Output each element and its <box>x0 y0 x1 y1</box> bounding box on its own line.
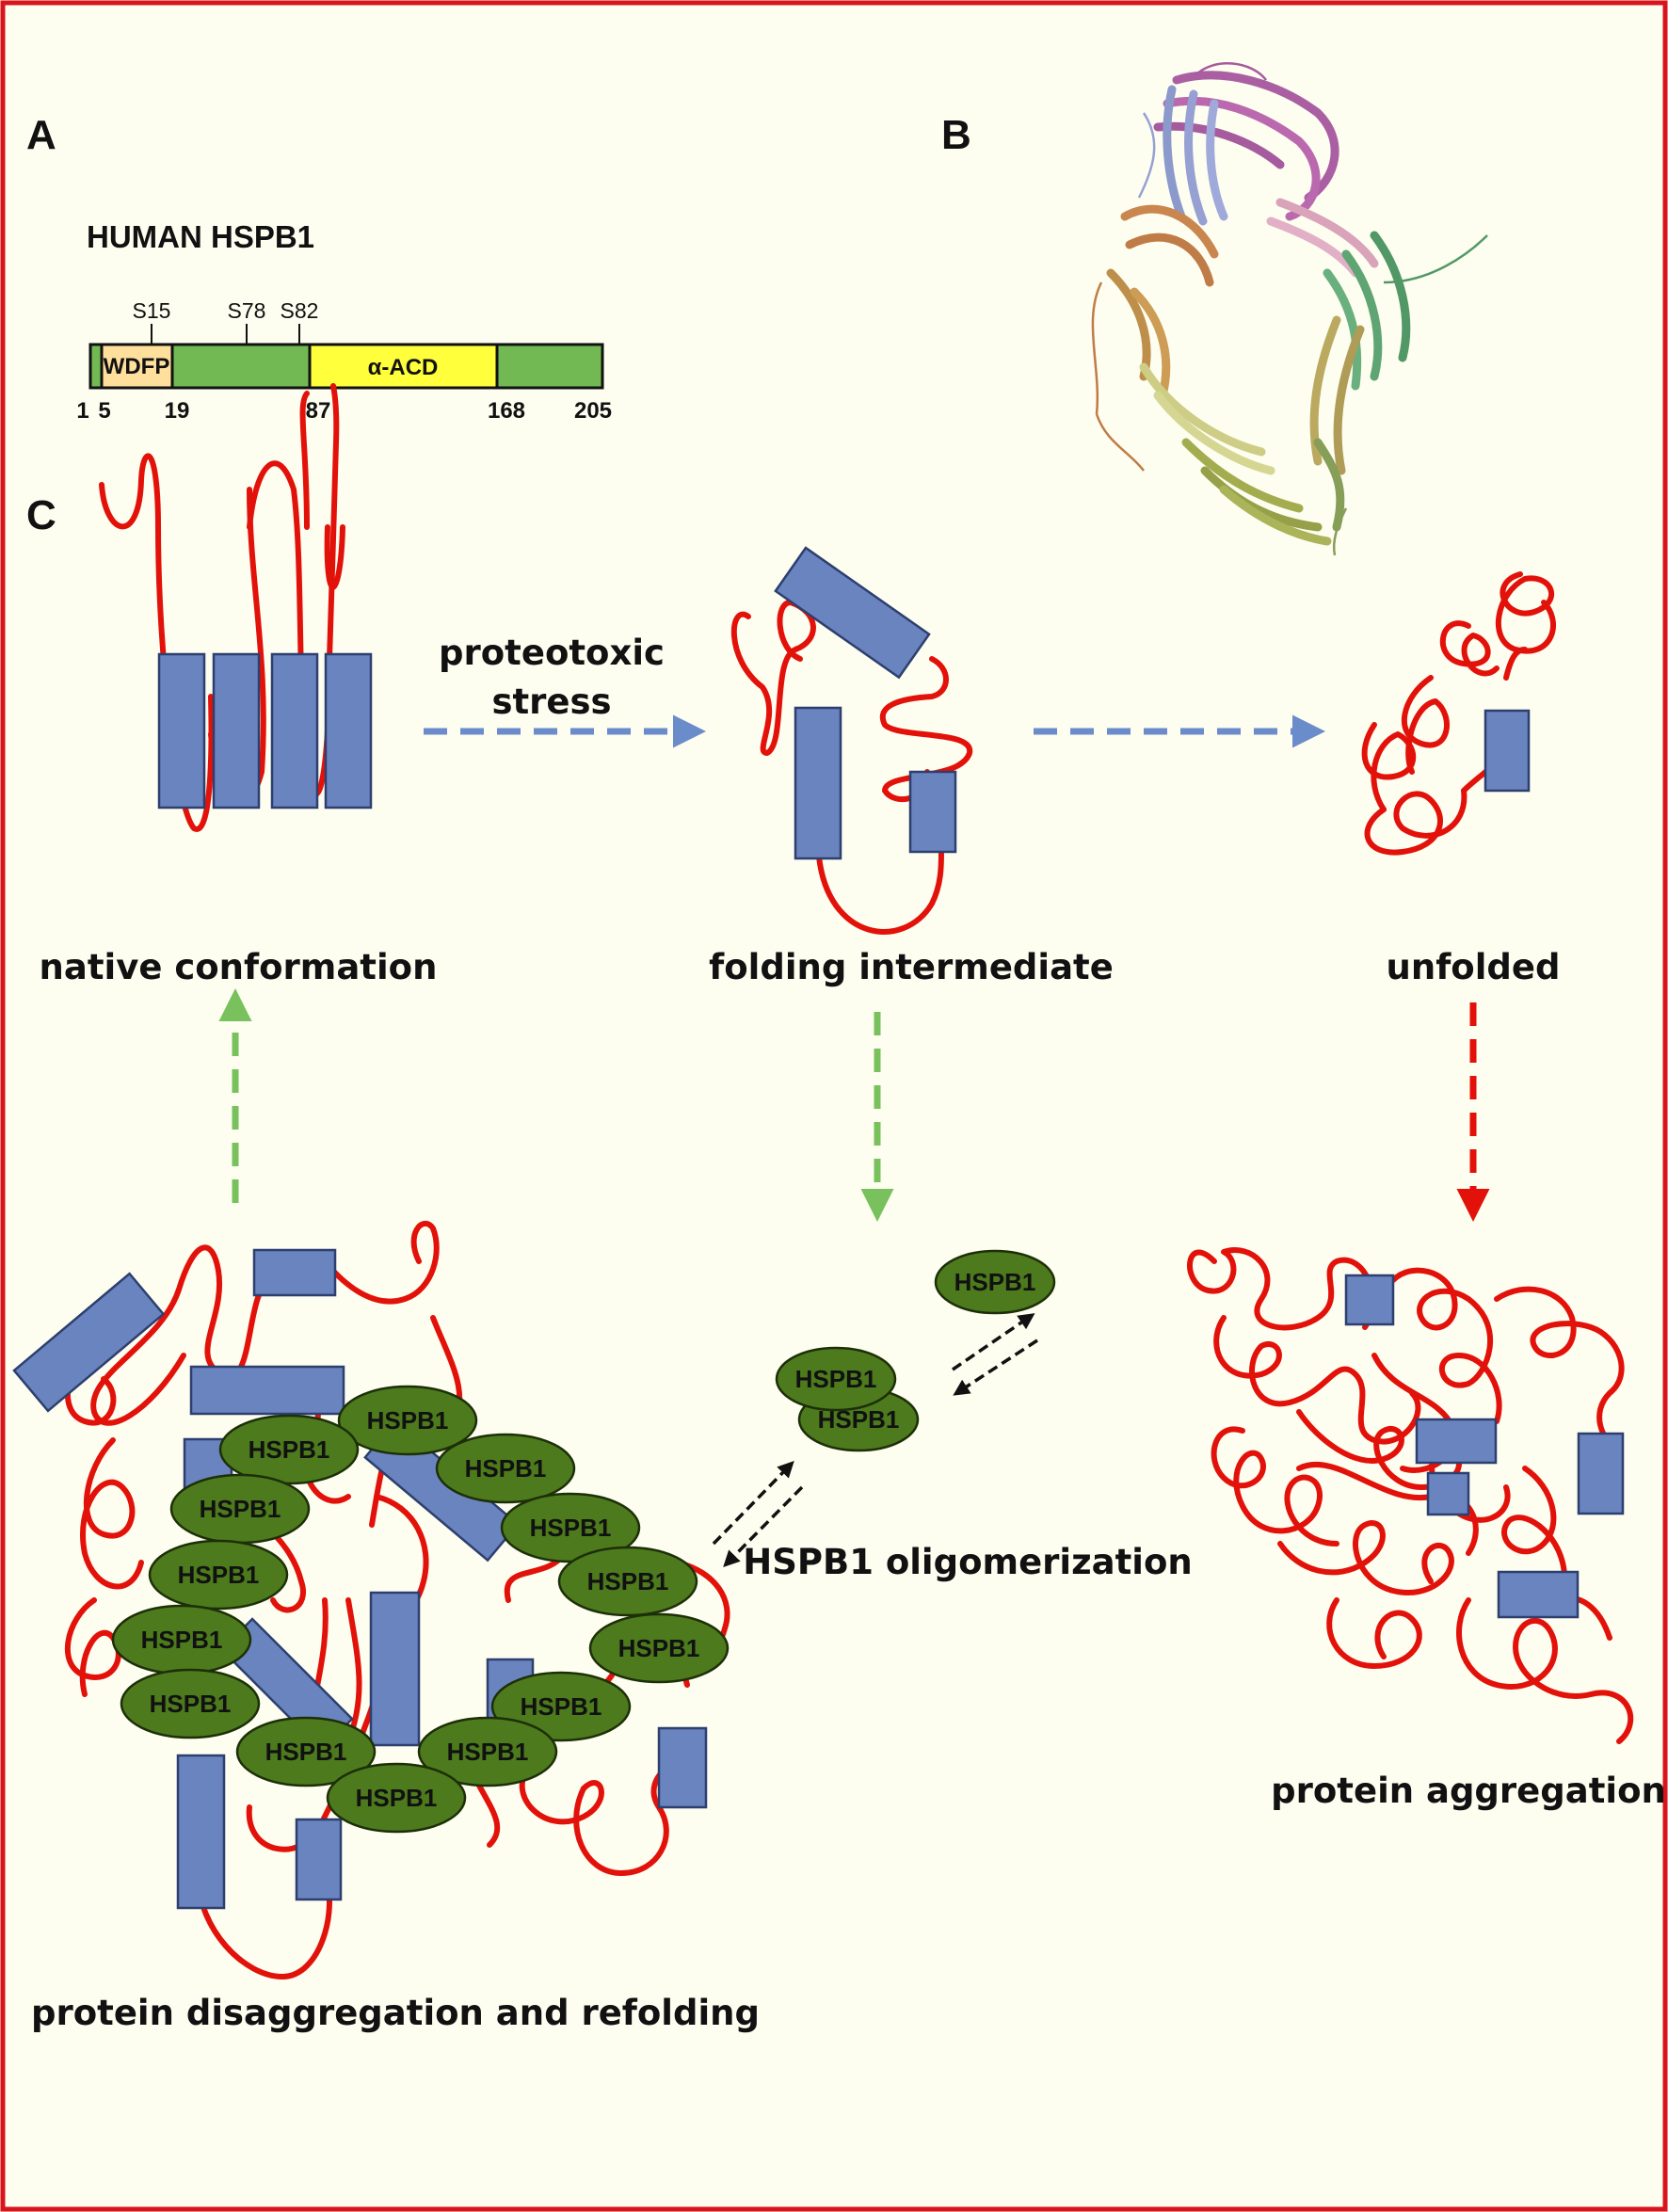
position-87: 87 <box>306 398 331 424</box>
domain-wdfp <box>100 343 174 390</box>
arrow-assoc-complex <box>712 1460 794 1546</box>
position-1: 1 <box>76 398 88 424</box>
domain-alpha-acd <box>308 343 499 390</box>
intermediate-helix-short <box>908 770 957 854</box>
complex-helix-horizontal <box>189 1365 345 1416</box>
hspb1-ring-4: HSPB1 <box>169 1473 311 1545</box>
protein-aggregate <box>1187 1247 1634 1744</box>
complex-helix-bottom-left <box>176 1754 226 1910</box>
aggregate-helix-2 <box>1415 1418 1498 1465</box>
svg-text:HSPB1: HSPB1 <box>795 1365 877 1393</box>
hspb1-ring-2: HSPB1 <box>218 1414 360 1485</box>
hspb1-oligomerization: HSPB1 HSPB1 HSPB1 HSPB1 oligomerization <box>712 1249 1193 1582</box>
svg-text:HSPB1: HSPB1 <box>954 1268 1036 1296</box>
svg-text:HSPB1: HSPB1 <box>200 1495 281 1523</box>
label-aggregation: protein aggregation <box>1271 1771 1666 1811</box>
hspb1-ring-14: HSPB1 <box>326 1762 467 1834</box>
domain-acd-label: α-ACD <box>368 355 439 380</box>
panel-label-a: A <box>26 112 56 158</box>
panel-a-title: HUMAN HSPB1 <box>87 219 314 254</box>
panel-label-c: C <box>26 492 56 538</box>
label-intermediate: folding intermediate <box>709 947 1114 987</box>
svg-text:HSPB1: HSPB1 <box>465 1454 547 1483</box>
svg-text:HSPB1: HSPB1 <box>530 1514 612 1542</box>
native-helix-3 <box>270 652 319 809</box>
svg-text:HSPB1: HSPB1 <box>618 1634 700 1662</box>
aggregate-helix-4 <box>1577 1432 1625 1515</box>
complex-helix-bottom <box>295 1818 343 1901</box>
intermediate-helix-tilted <box>774 546 931 680</box>
aggregate-helix-1 <box>1344 1274 1395 1326</box>
hspb1-chaperone-ring: HSPB1 HSPB1 HSPB1 HSPB1 HSPB1 HSPB1 HSPB… <box>111 1385 730 1834</box>
stress-label-line2: stress <box>491 681 611 722</box>
intermediate-helix-long <box>794 706 842 860</box>
aggregate-helix-5 <box>1497 1570 1580 1619</box>
label-oligomerization: HSPB1 oligomerization <box>743 1542 1192 1582</box>
svg-text:HSPB1: HSPB1 <box>367 1406 449 1435</box>
hspb1-ring-8: HSPB1 <box>111 1604 252 1675</box>
hspb1-ring-13: HSPB1 <box>417 1716 558 1787</box>
site-s15: S15 <box>133 298 171 323</box>
position-5: 5 <box>98 398 110 424</box>
domain-wdfp-label: WDFP <box>104 354 170 379</box>
position-19: 19 <box>165 398 190 424</box>
native-helix-1 <box>157 652 206 809</box>
hspb1-ring-7: HSPB1 <box>557 1546 698 1617</box>
complex-helix-tilted-top <box>12 1272 166 1413</box>
svg-text:HSPB1: HSPB1 <box>521 1692 602 1721</box>
panel-b-structure-image <box>1091 62 1488 556</box>
folding-intermediate-protein <box>730 546 973 935</box>
hspb1-ring-5: HSPB1 <box>500 1492 641 1563</box>
hspb1-dimer: HSPB1 HSPB1 <box>775 1346 920 1452</box>
site-s82: S82 <box>281 298 319 323</box>
unfolded-helix <box>1484 709 1531 793</box>
panel-c-pathway: native conformation proteotoxic stress f… <box>12 383 1666 2033</box>
hspb1-ring-3: HSPB1 <box>435 1433 576 1504</box>
arrow-dissoc-monomer <box>953 1338 1038 1396</box>
hspb1-ring-1: HSPB1 <box>337 1385 478 1456</box>
hspb1-ring-12: HSPB1 <box>235 1716 377 1787</box>
site-s78: S78 <box>228 298 266 323</box>
complex-helix-far-right <box>657 1726 708 1809</box>
native-helix-4 <box>324 652 373 809</box>
hspb1-monomer: HSPB1 <box>934 1249 1056 1315</box>
svg-text:HSPB1: HSPB1 <box>587 1567 669 1595</box>
position-205: 205 <box>574 398 612 424</box>
hspb1-ring-6: HSPB1 <box>148 1539 289 1611</box>
arrow-dissoc-complex <box>723 1485 804 1567</box>
complex-helix-center <box>369 1591 421 1747</box>
label-native: native conformation <box>40 947 438 987</box>
aggregate-helix-3 <box>1426 1471 1470 1516</box>
hspb1-ring-9: HSPB1 <box>588 1612 730 1684</box>
arrow-assoc-monomer <box>952 1313 1035 1371</box>
panel-label-b: B <box>941 112 971 158</box>
native-conformation-protein <box>99 383 373 832</box>
label-unfolded: unfolded <box>1387 947 1561 987</box>
native-helix-2 <box>212 652 261 809</box>
svg-text:HSPB1: HSPB1 <box>356 1784 438 1812</box>
svg-text:HSPB1: HSPB1 <box>265 1738 347 1766</box>
svg-text:HSPB1: HSPB1 <box>150 1690 232 1718</box>
position-168: 168 <box>488 398 525 424</box>
stress-label-line1: proteotoxic <box>439 633 665 673</box>
unfolded-protein <box>1361 571 1556 856</box>
hspb1-ring-10: HSPB1 <box>120 1668 261 1739</box>
svg-text:HSPB1: HSPB1 <box>249 1435 330 1464</box>
panel-a-domain-map: HUMAN HSPB1 WDFP α-ACD S15 S78 S82 1 5 1… <box>76 219 612 424</box>
label-refolding: protein disaggregation and refolding <box>31 1993 760 2033</box>
svg-text:HSPB1: HSPB1 <box>141 1626 223 1654</box>
svg-text:HSPB1: HSPB1 <box>447 1738 529 1766</box>
complex-helix-small-top <box>252 1248 337 1297</box>
svg-text:HSPB1: HSPB1 <box>178 1561 260 1589</box>
